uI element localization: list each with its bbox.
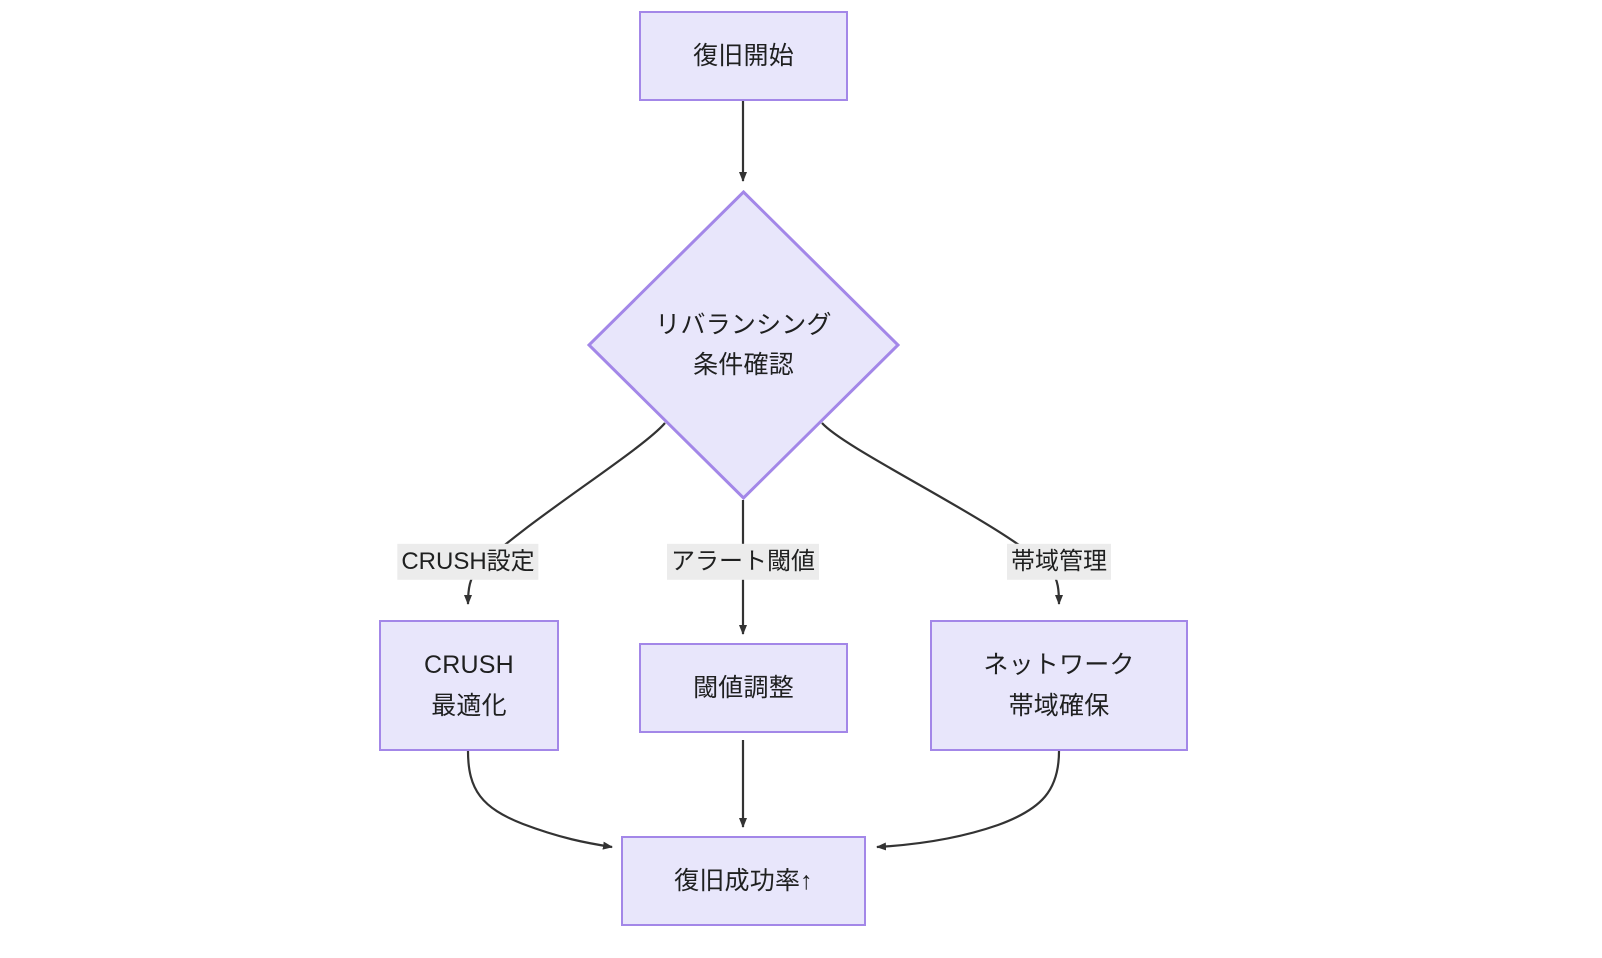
node-decision[interactable]: リバランシング 条件確認 [587, 190, 900, 500]
edge-decision-to-network [821, 422, 1063, 605]
node-crush[interactable]: CRUSH 最適化 [379, 620, 559, 751]
diamond-shape [587, 190, 900, 500]
node-network-label-line-2: 帯域確保 [1008, 691, 1110, 720]
node-result[interactable]: 復旧成功率↑ [621, 836, 866, 926]
edge-decision-to-crush [464, 422, 666, 605]
node-threshold-label-line-1: 閾値調整 [693, 673, 794, 702]
node-result-label-line-1: 復旧成功率↑ [674, 866, 813, 895]
edge-crush-to-result [466, 750, 613, 850]
edge-label-threshold-branch: アラート閾値 [667, 543, 819, 581]
node-start-label-line-1: 復旧開始 [693, 41, 794, 70]
edge-network-to-result [876, 750, 1061, 851]
edge-label-crush-branch: CRUSH設定 [397, 543, 539, 581]
node-network[interactable]: ネットワーク 帯域確保 [930, 620, 1188, 751]
node-crush-label-line-2: 最適化 [431, 691, 507, 720]
node-threshold[interactable]: 閾値調整 [639, 643, 848, 733]
node-network-label-line-1: ネットワーク [983, 651, 1135, 679]
node-start[interactable]: 復旧開始 [639, 11, 848, 101]
edge-label-network-branch: 帯域管理 [1007, 543, 1111, 581]
node-crush-label-line-1: CRUSH [424, 651, 514, 679]
